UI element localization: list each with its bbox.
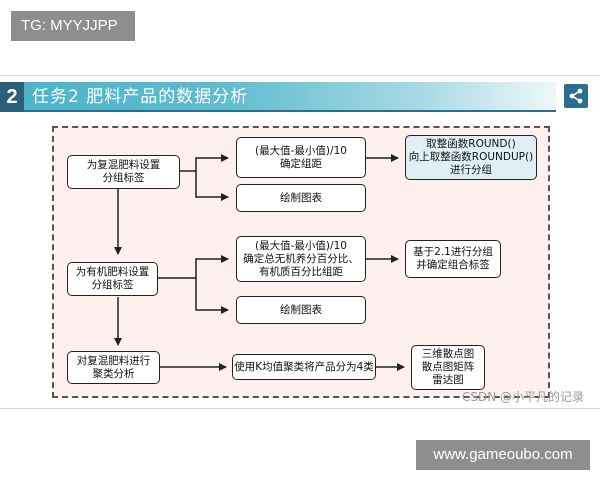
node-row2-group-interval: (最大值-最小值)/10 确定总无机养分百分比、 有机质百分比组距 xyxy=(236,236,366,282)
node-compound-fertilizer-label: 为复混肥料设置 分组标签 xyxy=(67,155,180,189)
share-icon xyxy=(569,88,583,104)
channel-tag: TG: MYYJJPP xyxy=(11,11,135,41)
node-text: 有机质百分比组距 xyxy=(259,265,343,278)
site-badge: www.gameoubo.com xyxy=(416,440,590,470)
share-button[interactable] xyxy=(564,84,588,108)
node-text: 基于2.1进行分组 xyxy=(413,246,493,258)
node-text: 为复混肥料设置 xyxy=(86,159,161,171)
node-text: 分组标签 xyxy=(102,172,145,184)
node-text: 分组标签 xyxy=(91,279,134,291)
flow-diagram-frame xyxy=(52,126,550,398)
node-text: 为有机肥料设置 xyxy=(75,266,150,278)
node-visualization-plots: 三维散点图 散点图矩阵 雷达图 xyxy=(411,345,485,390)
node-text: 聚类分析 xyxy=(92,367,135,380)
node-text: 三维散点图 xyxy=(421,348,475,360)
node-text: (最大值-最小值)/10 xyxy=(255,144,347,157)
node-text: 散点图矩阵 xyxy=(421,361,475,373)
node-row1-group-interval: (最大值-最小值)/10 确定组距 xyxy=(236,137,366,178)
node-kmeans-clustering: 使用K均值聚类将产品分为4类 xyxy=(232,354,376,380)
node-organic-fertilizer-label: 为有机肥料设置 分组标签 xyxy=(67,262,158,296)
node-text: 向上取整函数ROUNDUP() xyxy=(408,151,534,163)
node-text: 绘制图表 xyxy=(280,303,322,316)
node-text: 确定总无机养分百分比、 xyxy=(243,252,359,265)
arrow-row1-split xyxy=(180,154,229,172)
node-text: 对复混肥料进行 xyxy=(76,354,151,367)
source-watermark: CSDN @小平凡的记录 xyxy=(462,390,585,404)
arrow-row1-chart xyxy=(195,171,229,201)
node-text: 确定组距 xyxy=(280,157,322,170)
section-number: 2 xyxy=(0,82,24,112)
node-cluster-analysis: 对复混肥料进行 聚类分析 xyxy=(67,351,160,384)
node-row2-combined-labels: 基于2.1进行分组 并确定组合标签 xyxy=(405,240,501,278)
node-text: 取整函数ROUND() xyxy=(426,138,516,150)
title-bar xyxy=(0,82,556,112)
node-row2-draw-chart: 绘制图表 xyxy=(236,296,366,324)
node-text: (最大值-最小值)/10 xyxy=(255,239,347,252)
arrow-row2-chart xyxy=(195,278,229,314)
node-text: 使用K均值聚类将产品分为4类 xyxy=(234,360,374,373)
section-title: 任务2 肥料产品的数据分析 xyxy=(32,87,249,107)
node-text: 绘制图表 xyxy=(280,191,322,204)
arrow-row2-split xyxy=(158,255,229,279)
node-text: 并确定组合标签 xyxy=(416,259,490,271)
node-row1-draw-chart: 绘制图表 xyxy=(236,184,366,212)
node-text: 进行分组 xyxy=(450,164,492,176)
node-text: 雷达图 xyxy=(432,374,464,386)
node-row1-rounding-grouping: 取整函数ROUND() 向上取整函数ROUNDUP() 进行分组 xyxy=(405,135,537,180)
